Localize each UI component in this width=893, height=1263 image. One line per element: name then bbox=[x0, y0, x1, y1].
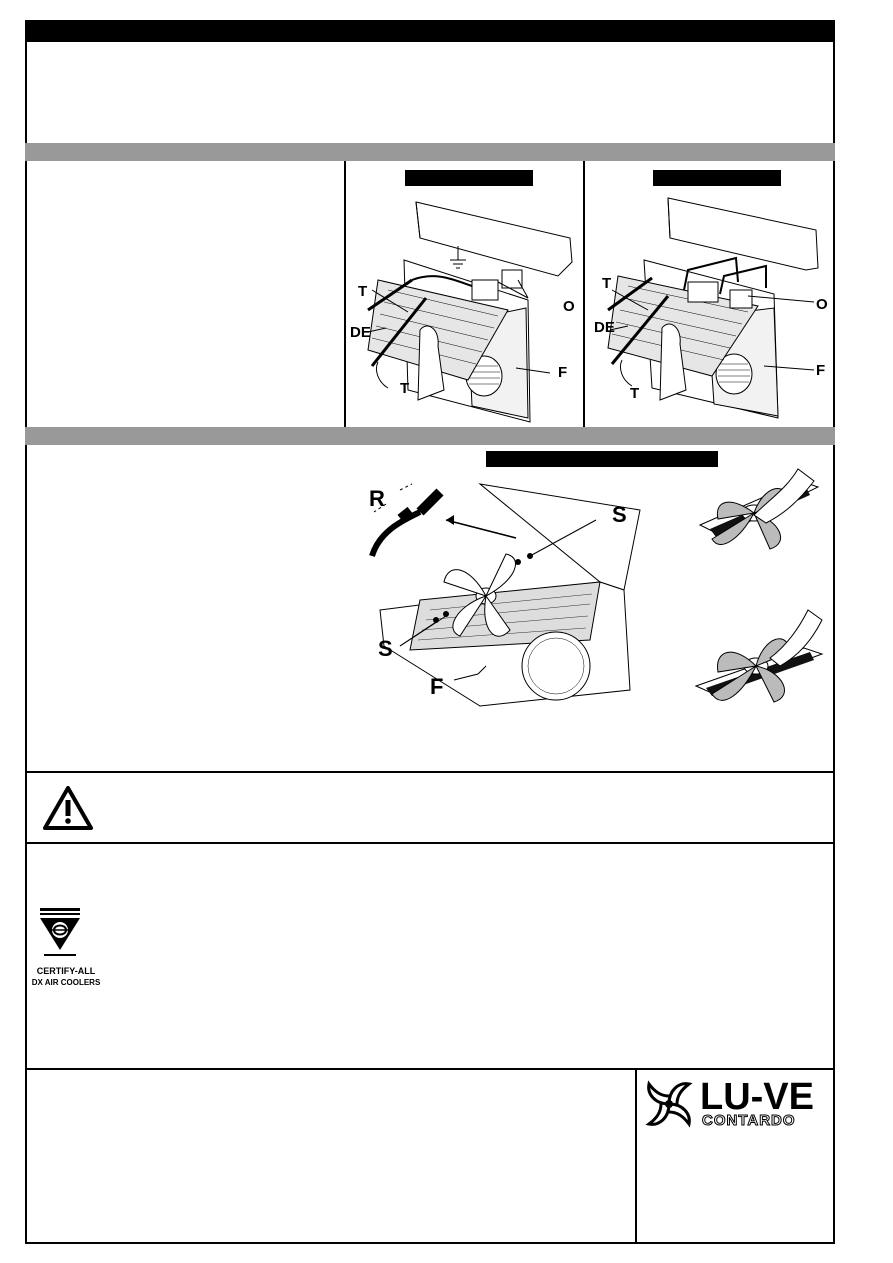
section-bar-1 bbox=[25, 143, 835, 161]
diagram-left-illustration bbox=[367, 201, 573, 423]
fan-detail-bottom bbox=[694, 609, 824, 703]
fan-diagram-header bbox=[486, 451, 718, 467]
diagram-right-header bbox=[653, 170, 781, 186]
divider-footer bbox=[25, 1068, 835, 1070]
callout-right-o: O bbox=[816, 296, 828, 313]
callout-left-t-top: T bbox=[358, 283, 368, 300]
col-divider-1 bbox=[344, 161, 346, 427]
lu-ve-swirl-icon bbox=[645, 1080, 693, 1128]
contardo-brand: CONTARDO bbox=[702, 1112, 796, 1130]
callout-left-t-bottom: T bbox=[400, 380, 410, 397]
diagram-right-illustration bbox=[607, 197, 819, 419]
divider-warning-top bbox=[25, 771, 835, 773]
top-title-bar bbox=[25, 20, 835, 42]
col-divider-2 bbox=[583, 161, 585, 427]
callout-right-de: DE bbox=[594, 319, 615, 336]
fan-detail-top bbox=[698, 468, 820, 550]
callout-right-f: F bbox=[816, 362, 826, 379]
callout-left-de: DE bbox=[350, 324, 371, 341]
lu-ve-brand: LU-VE bbox=[700, 1076, 814, 1118]
callout-fan-s-top: S bbox=[612, 502, 627, 527]
callout-fan-s-bottom: S bbox=[378, 636, 393, 661]
callout-fan-f: F bbox=[430, 674, 444, 699]
cert-line-1: CERTIFY-ALL bbox=[36, 966, 96, 976]
cert-line-2: DX AIR COOLERS bbox=[31, 978, 101, 987]
diagram-left-header bbox=[405, 170, 533, 186]
callout-right-t-top: T bbox=[602, 275, 612, 292]
callout-fan-r: R bbox=[369, 486, 385, 511]
section-bar-2 bbox=[25, 427, 835, 445]
warning-triangle-icon bbox=[43, 786, 93, 830]
footer-divider bbox=[635, 1068, 637, 1243]
divider-warning-bottom bbox=[25, 842, 835, 844]
callout-right-t-bottom: T bbox=[630, 385, 640, 402]
callout-left-o: O bbox=[563, 298, 575, 315]
fan-removal-illustration bbox=[369, 483, 641, 707]
eurovent-certification-logo bbox=[40, 908, 80, 956]
callout-left-f: F bbox=[558, 364, 568, 381]
